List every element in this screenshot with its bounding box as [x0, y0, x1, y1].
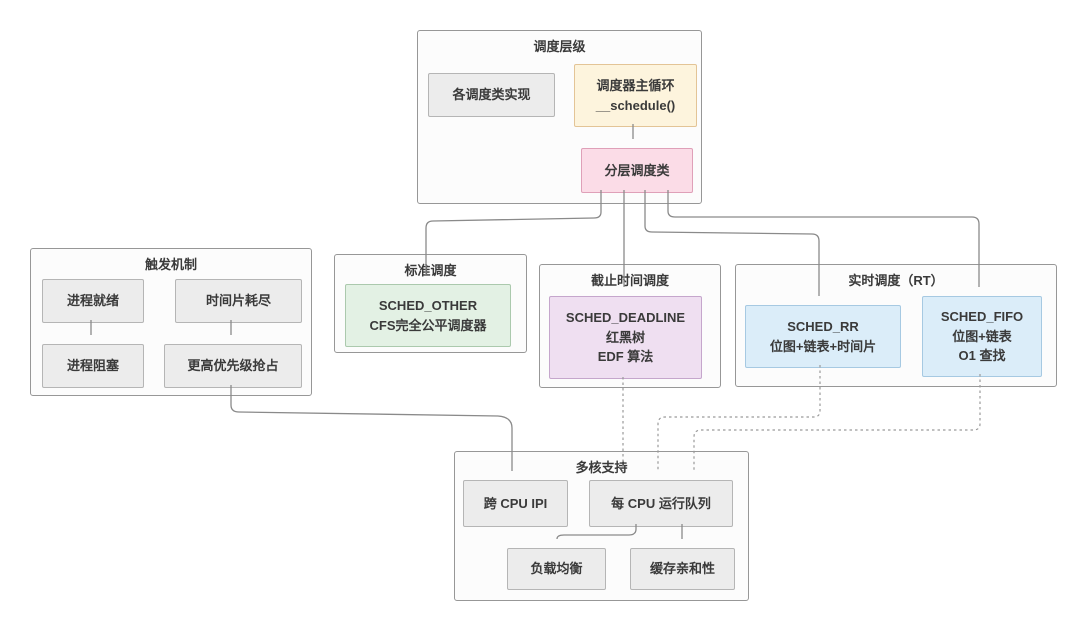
node-process-ready: 进程就绪 [42, 279, 144, 323]
node-sched-deadline: SCHED_DEADLINE 红黑树 EDF 算法 [549, 296, 702, 379]
node-per-cpu-runqueue: 每 CPU 运行队列 [589, 480, 733, 527]
node-sched-class-impl: 各调度类实现 [428, 73, 555, 117]
group-realtime-scheduling: 实时调度（RT） SCHED_RR 位图+链表+时间片 SCHED_FIFO 位… [735, 264, 1057, 387]
group-title-scheduling-hierarchy: 调度层级 [533, 39, 586, 54]
group-title-trigger-mechanism: 触发机制 [144, 257, 197, 272]
node-timeslice-exhausted: 时间片耗尽 [175, 279, 302, 323]
group-scheduling-hierarchy: 调度层级 各调度类实现 调度器主循环 __schedule() 分层调度类 [417, 30, 702, 204]
node-sched-fifo: SCHED_FIFO 位图+链表 O1 查找 [922, 296, 1042, 377]
group-title-deadline-scheduling: 截止时间调度 [590, 273, 669, 288]
group-trigger-mechanism: 触发机制 进程就绪 时间片耗尽 进程阻塞 更高优先级抢占 [30, 248, 312, 396]
node-cache-affinity: 缓存亲和性 [630, 548, 735, 590]
group-title-multicore-support: 多核支持 [575, 460, 628, 475]
node-higher-priority-preempt: 更高优先级抢占 [164, 344, 302, 388]
node-sched-rr: SCHED_RR 位图+链表+时间片 [745, 305, 901, 368]
node-process-blocked: 进程阻塞 [42, 344, 144, 388]
node-scheduler-main-loop: 调度器主循环 __schedule() [574, 64, 697, 127]
node-sched-other: SCHED_OTHER CFS完全公平调度器 [345, 284, 511, 347]
node-cross-cpu-ipi: 跨 CPU IPI [463, 480, 568, 527]
group-deadline-scheduling: 截止时间调度 SCHED_DEADLINE 红黑树 EDF 算法 [539, 264, 721, 388]
group-title-realtime-scheduling: 实时调度（RT） [848, 273, 944, 288]
node-load-balance: 负载均衡 [507, 548, 606, 590]
group-multicore-support: 多核支持 跨 CPU IPI 每 CPU 运行队列 负载均衡 缓存亲和性 [454, 451, 749, 601]
node-layered-sched-class: 分层调度类 [581, 148, 693, 193]
group-title-standard-scheduling: 标准调度 [404, 263, 457, 278]
group-standard-scheduling: 标准调度 SCHED_OTHER CFS完全公平调度器 [334, 254, 527, 353]
